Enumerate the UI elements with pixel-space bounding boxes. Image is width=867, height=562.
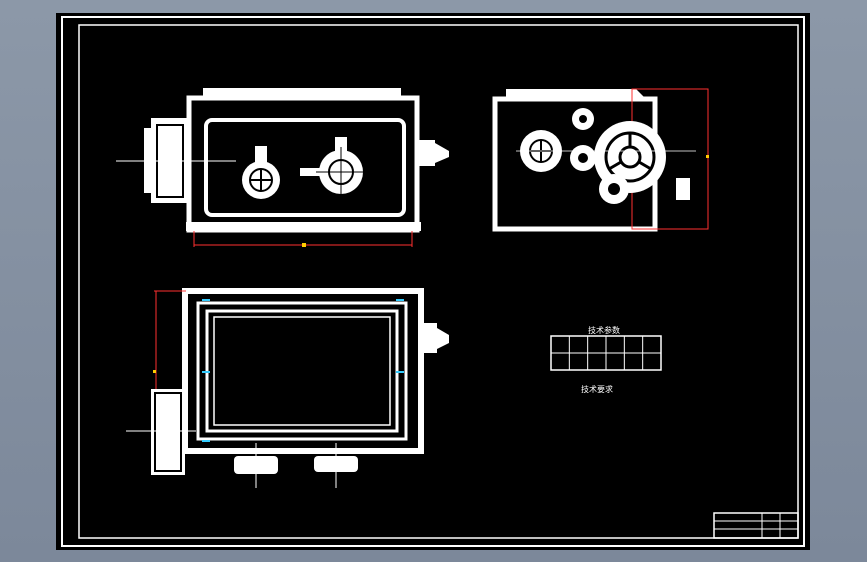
side-housing-cap xyxy=(506,89,648,101)
front-window xyxy=(204,118,406,217)
title-block-frame xyxy=(713,512,799,539)
side-gear-main-hub xyxy=(618,145,642,169)
top-view[interactable] xyxy=(126,288,449,488)
top-housing-mid xyxy=(196,301,408,441)
parameter-table[interactable]: 技术参数 xyxy=(550,325,662,371)
title-block[interactable] xyxy=(713,512,799,539)
outer-border xyxy=(61,16,805,547)
front-shaft-boss xyxy=(417,140,435,166)
top-motor xyxy=(151,389,185,475)
side-shaft-boss xyxy=(676,178,690,200)
side-gear-main-spoke xyxy=(608,160,622,171)
top-housing-outer xyxy=(182,288,424,454)
front-housing xyxy=(186,95,420,233)
top-shaft-tip xyxy=(437,328,449,349)
cad-drawing: 技术参数 技术要求 xyxy=(61,16,805,547)
parameter-table-columns xyxy=(568,336,644,370)
top-window xyxy=(213,316,391,426)
top-housing-inner xyxy=(205,309,399,433)
parameter-table-title: 技术参数 xyxy=(588,325,620,335)
side-idler-bore xyxy=(579,115,587,123)
side-view[interactable] xyxy=(492,88,709,232)
front-gear-left-arm xyxy=(255,146,267,164)
tech-requirements-title: 技术要求 xyxy=(581,384,613,394)
side-gear-main-spoke xyxy=(638,160,652,171)
inner-border xyxy=(78,24,799,539)
front-gear-right-lever xyxy=(300,168,320,176)
front-view[interactable] xyxy=(116,88,449,247)
side-gear-small-bore xyxy=(578,153,588,163)
front-shaft-tip xyxy=(435,143,449,163)
top-shaft-boss xyxy=(421,323,437,353)
side-dimension-grip[interactable] xyxy=(706,155,709,158)
front-housing-cap xyxy=(203,88,401,100)
front-gear-right-arm xyxy=(335,137,347,153)
front-base-plate xyxy=(186,222,421,231)
top-dimension-grip[interactable] xyxy=(153,370,156,373)
side-gear-lower-bore xyxy=(608,183,620,195)
tech-requirements: 技术要求 xyxy=(581,384,613,394)
front-dimension-grip[interactable] xyxy=(302,243,306,247)
top-motor-outline xyxy=(154,392,182,472)
cad-viewport[interactable]: 技术参数 技术要求 xyxy=(56,13,810,550)
